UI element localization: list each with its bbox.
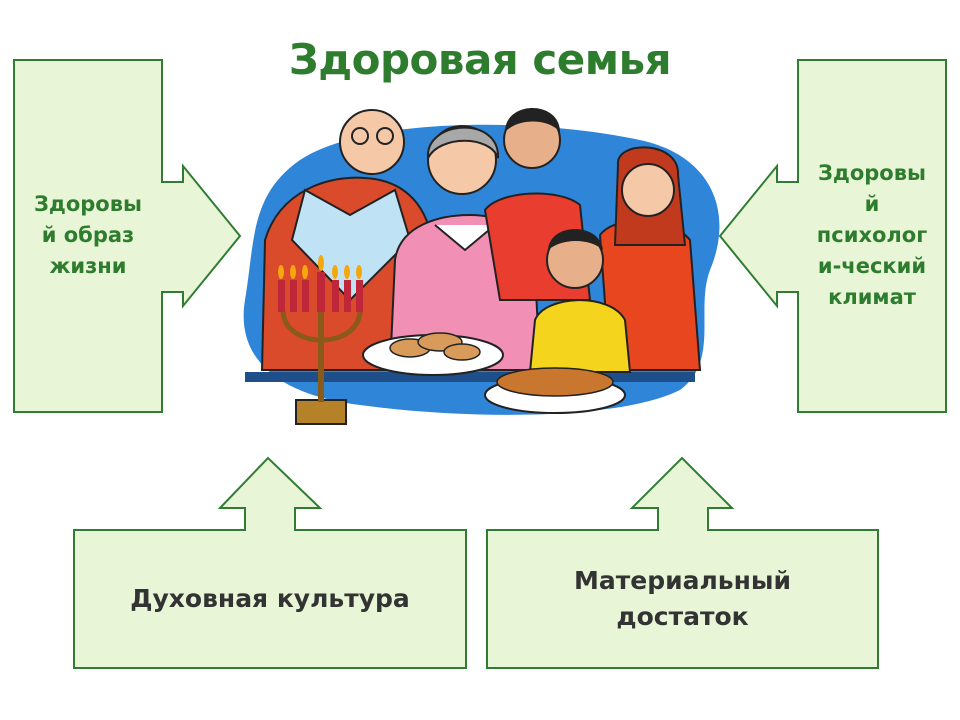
left-arrow-box bbox=[13, 59, 242, 413]
child-figure bbox=[528, 229, 632, 373]
bottom-right-arrow-box bbox=[486, 456, 879, 669]
right-box-label: Здоровы й психолог и-ческий климат bbox=[816, 160, 928, 309]
bottom-left-arrow-box bbox=[73, 456, 467, 669]
family-illustration bbox=[243, 108, 720, 425]
menorah-figure bbox=[278, 255, 363, 425]
right-arrow-box bbox=[718, 59, 947, 413]
plate-of-challah bbox=[484, 367, 626, 414]
mother-figure bbox=[598, 146, 702, 371]
plate-of-pastries bbox=[362, 332, 504, 376]
left-box-label: Здоровы й образ жизни bbox=[33, 191, 143, 278]
table-edge bbox=[245, 372, 695, 382]
bottom-left-box-label: Духовная культура bbox=[130, 584, 410, 613]
father-figure bbox=[483, 108, 592, 301]
bottom-right-box-label: Материальный достаток bbox=[574, 566, 791, 631]
diagram-title: Здоровая семья bbox=[288, 35, 672, 84]
